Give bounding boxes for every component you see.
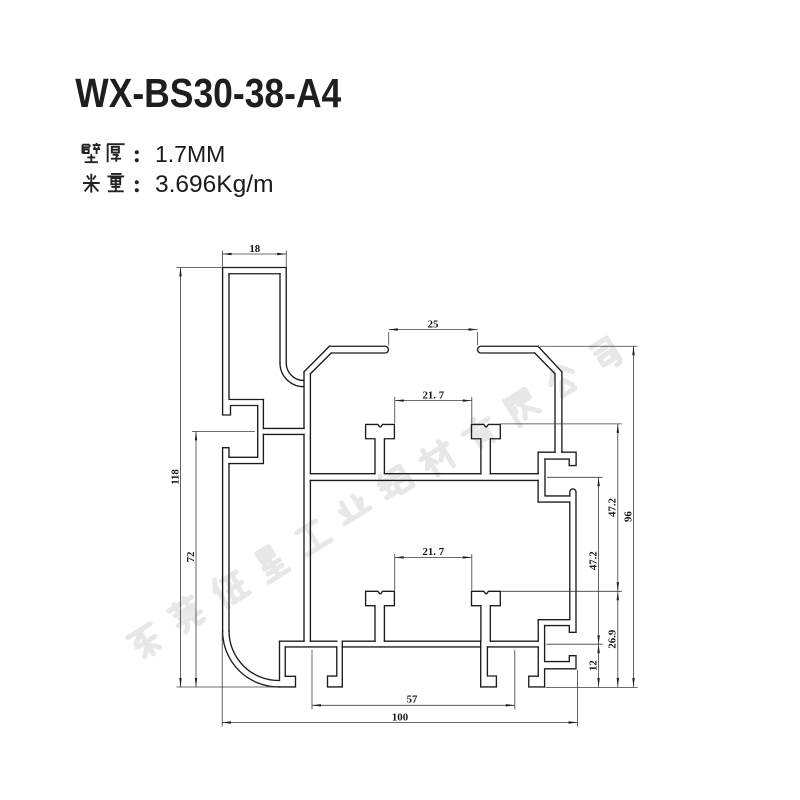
svg-text:100: 100 [392,711,408,723]
svg-text:3.696Kg/m: 3.696Kg/m [155,171,274,198]
svg-text:47.2: 47.2 [607,498,619,517]
svg-text:25: 25 [428,318,439,330]
svg-text:12: 12 [587,660,599,671]
svg-text:72: 72 [185,552,197,563]
svg-text:47.2: 47.2 [587,551,599,570]
svg-text:18: 18 [249,243,260,255]
svg-text:21. 7: 21. 7 [423,389,445,401]
svg-text:WX-BS30-38-A4: WX-BS30-38-A4 [75,71,342,117]
svg-text:57: 57 [407,694,418,706]
svg-text:26.9: 26.9 [607,629,619,648]
svg-text:96: 96 [622,511,634,522]
svg-text:21. 7: 21. 7 [423,546,445,558]
svg-text:118: 118 [169,469,181,485]
svg-text:1.7MM: 1.7MM [155,141,225,167]
